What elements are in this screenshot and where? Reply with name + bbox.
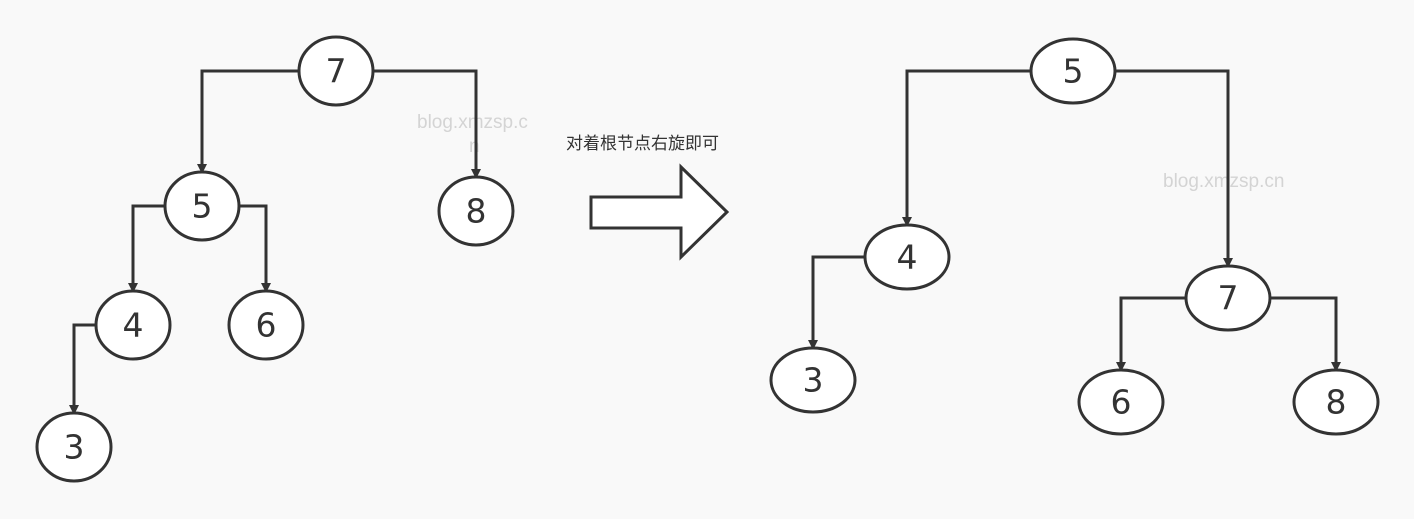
after-node-circle (1292, 368, 1380, 436)
watermark-text: blog.xmzsp.cn (1163, 171, 1284, 192)
before-node-4: 4 (94, 289, 172, 361)
before-node-label: 6 (256, 306, 277, 345)
before-edge-b4-to-b3 (69, 323, 96, 415)
after-edge-a5-to-a4 (902, 69, 1031, 227)
before-node-label: 3 (64, 428, 85, 467)
before-node-label: 4 (123, 306, 144, 345)
after-node-label: 5 (1063, 52, 1084, 91)
after-node-8: 8 (1292, 368, 1380, 436)
before-node-label: 8 (466, 192, 487, 231)
after-node-circle (1029, 37, 1117, 105)
before-node-circle (297, 35, 375, 107)
rotation-caption: 对着根节点右旋即可 (566, 134, 719, 154)
before-node-circle (163, 170, 241, 242)
before-node-circle (227, 289, 305, 361)
after-node-circle (863, 223, 951, 291)
after-node-3: 3 (769, 346, 857, 414)
after-edge-a7-to-a8 (1270, 296, 1341, 372)
after-node-label: 3 (803, 361, 824, 400)
after-node-6: 6 (1077, 368, 1165, 436)
before-node-6: 6 (227, 289, 305, 361)
after-node-4: 4 (863, 223, 951, 291)
after-node-circle (769, 346, 857, 414)
before-node-circle (94, 289, 172, 361)
before-node-8: 8 (437, 175, 515, 247)
watermark-text-fragment: n (469, 136, 480, 157)
before-tree-nodes: 7 5 8 4 6 3 (35, 35, 515, 483)
after-node-label: 6 (1111, 383, 1132, 422)
watermark-text: blog.xmzsp.c (417, 112, 528, 133)
before-node-circle (35, 411, 113, 483)
before-tree-edges (69, 69, 481, 415)
before-node-label: 7 (326, 52, 347, 91)
before-edge-b5-to-b4 (128, 204, 165, 293)
after-node-5: 5 (1029, 37, 1117, 105)
after-node-label: 7 (1218, 279, 1239, 318)
before-edge-b7-to-b8 (373, 69, 481, 179)
after-node-circle (1077, 368, 1165, 436)
after-node-label: 8 (1326, 383, 1347, 422)
before-edge-b5-to-b6 (239, 204, 271, 293)
before-node-circle (437, 175, 515, 247)
transform-arrow-icon (589, 163, 730, 261)
after-edge-a4-to-a3 (808, 255, 865, 350)
after-tree-edges (808, 69, 1341, 372)
before-node-label: 5 (192, 187, 213, 226)
before-edge-b7-to-b5 (197, 69, 299, 174)
after-tree-nodes: 5 4 7 3 6 8 (769, 37, 1380, 436)
after-node-circle (1184, 264, 1272, 332)
before-node-3: 3 (35, 411, 113, 483)
before-node-7: 7 (297, 35, 375, 107)
after-edge-a5-to-a7 (1115, 69, 1233, 268)
after-node-label: 4 (897, 238, 918, 277)
after-node-7: 7 (1184, 264, 1272, 332)
after-edge-a7-to-a6 (1116, 296, 1186, 372)
before-node-5: 5 (163, 170, 241, 242)
